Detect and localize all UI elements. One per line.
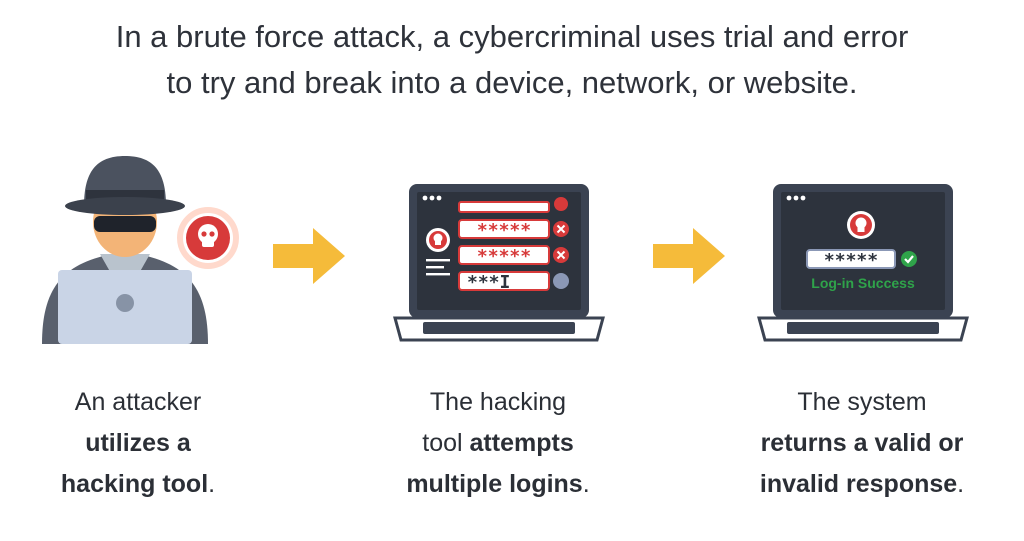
step-3-caption-period: . <box>957 470 965 498</box>
step-1-caption: An attacker utilizes a hacking tool. <box>8 382 268 505</box>
arrow-right-icon <box>653 228 725 284</box>
step-1-caption-line-1: An attacker <box>74 388 202 416</box>
laptop-failed-logins-icon <box>393 184 605 342</box>
step-3-caption-line-1: The system <box>797 388 927 416</box>
step-3-caption-bold-2: invalid response <box>759 470 958 498</box>
step-2-caption-bold-1: attempts <box>469 429 574 457</box>
step-2-caption-line-1: The hacking <box>429 388 567 416</box>
success-password-field: ***** <box>823 250 879 271</box>
arrow-right-icon <box>273 228 345 284</box>
step-2-caption-pre: tool <box>422 429 470 457</box>
hacker-with-laptop-icon <box>42 156 239 344</box>
headline: In a brute force attack, a cybercriminal… <box>0 14 1024 106</box>
login-success-text: Log-in Success <box>811 275 915 291</box>
step-2-caption: The hacking tool attempts multiple login… <box>368 382 628 505</box>
failed-login-row-1: ***** <box>476 220 532 241</box>
failed-login-row-3: ***I <box>467 272 511 293</box>
step-1-caption-bold-2: hacking tool <box>60 470 209 498</box>
step-2-caption-bold-2: multiple logins <box>406 470 583 498</box>
step-2-caption-period: . <box>582 470 590 498</box>
headline-line-1: In a brute force attack, a cybercriminal… <box>115 19 909 54</box>
step-1-caption-bold-1: utilizes a <box>85 429 191 457</box>
failed-login-row-2: ***** <box>476 246 532 267</box>
step-3-caption-bold-1: returns a valid or <box>760 429 964 457</box>
step-1-caption-period: . <box>208 470 216 498</box>
step-3-caption: The system returns a valid or invalid re… <box>732 382 992 505</box>
headline-line-2: to try and break into a device, network,… <box>166 65 858 100</box>
laptop-login-success-icon <box>757 184 969 342</box>
